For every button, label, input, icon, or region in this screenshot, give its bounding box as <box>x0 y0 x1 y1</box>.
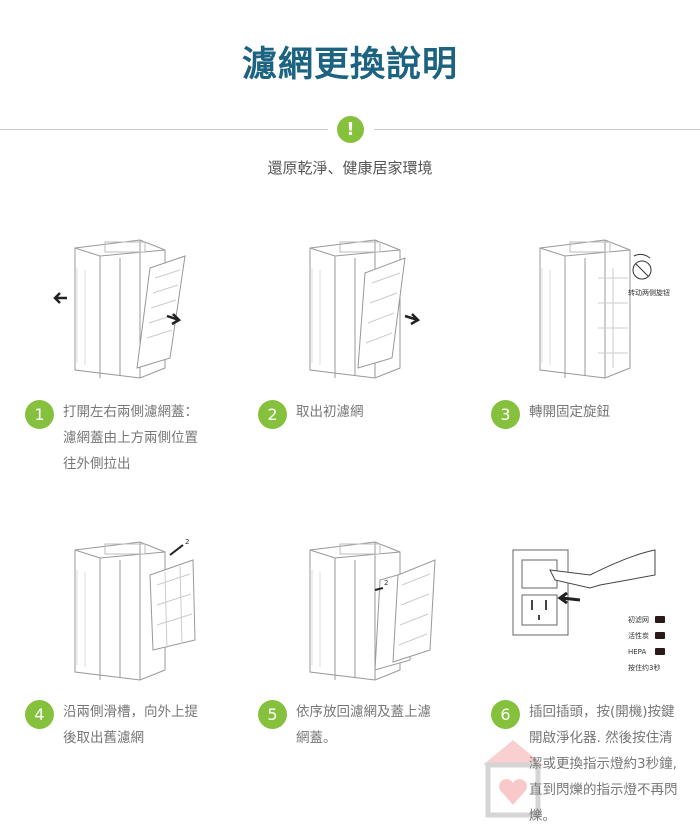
divider <box>374 129 700 130</box>
watermark-logo <box>478 735 548 825</box>
step-text: 依序放回濾網及蓋上濾網蓋。 <box>296 704 431 746</box>
svg-text:2: 2 <box>384 579 388 587</box>
step-number: 4 <box>25 700 54 729</box>
knob-label: 转动两侧旋钮 <box>628 288 670 297</box>
step-3-illustration: 转动两侧旋钮 <box>539 239 670 379</box>
step-1-illustration <box>53 239 186 379</box>
step-text: 轉開固定旋鈕 <box>529 404 610 420</box>
step-text: 沿兩側滑槽，向外上提後取出舊濾網 <box>63 704 198 746</box>
step-number: 5 <box>258 700 287 729</box>
step-2-illustration <box>309 239 421 379</box>
step-number: 6 <box>491 700 520 729</box>
air-purifier-drawing <box>74 541 166 681</box>
step-5: 5 依序放回濾網及蓋上濾網蓋。 <box>258 700 458 751</box>
step-4: 4 沿兩側滑槽，向外上提後取出舊濾網 <box>25 700 225 751</box>
svg-text:活性炭: 活性炭 <box>628 631 649 640</box>
indicator-list: 初滤网 活性炭 HEPA 按住约3秒 <box>628 615 665 672</box>
step-1: 1 打開左右兩側濾網蓋：濾網蓋由上方兩側位置往外側拉出 <box>25 400 215 477</box>
subtitle: 還原乾淨、健康居家環境 <box>267 159 433 177</box>
step-3: 3 轉開固定旋鈕 <box>491 400 691 429</box>
step-4-illustration: 2 <box>74 538 196 681</box>
page-title: 濾網更換說明 <box>241 45 458 85</box>
step-number: 1 <box>25 400 54 429</box>
arrow-left-icon <box>53 292 67 304</box>
arrow-right-icon <box>404 313 421 326</box>
svg-text:HEPA: HEPA <box>628 648 646 656</box>
air-purifier-drawing <box>539 239 631 379</box>
step-6: 6 插回插頭，按(開機)按鍵開啟淨化器. 然後按住清潔或更換指示燈約3秒鐘, 直… <box>491 700 691 829</box>
step-6-illustration: 初滤网 活性炭 HEPA 按住约3秒 <box>512 549 665 672</box>
alert-icon: ! <box>337 116 364 143</box>
svg-text:按住约3秒: 按住约3秒 <box>628 663 660 672</box>
step-text: 插回插頭，按(開機)按鍵開啟淨化器. 然後按住清潔或更換指示燈約3秒鐘, 直到閃… <box>529 704 678 824</box>
step-number: 3 <box>491 400 520 429</box>
step-number: 2 <box>258 400 287 429</box>
svg-text:初滤网: 初滤网 <box>628 615 649 624</box>
step-2: 2 取出初濾網 <box>258 400 458 429</box>
svg-text:2: 2 <box>185 538 189 546</box>
step-text: 取出初濾網 <box>296 404 364 420</box>
step-5-illustration: 2 <box>309 541 436 681</box>
divider <box>0 129 328 130</box>
arrow-right-icon <box>166 313 182 326</box>
step-text: 打開左右兩側濾網蓋：濾網蓋由上方兩側位置往外側拉出 <box>63 404 198 472</box>
